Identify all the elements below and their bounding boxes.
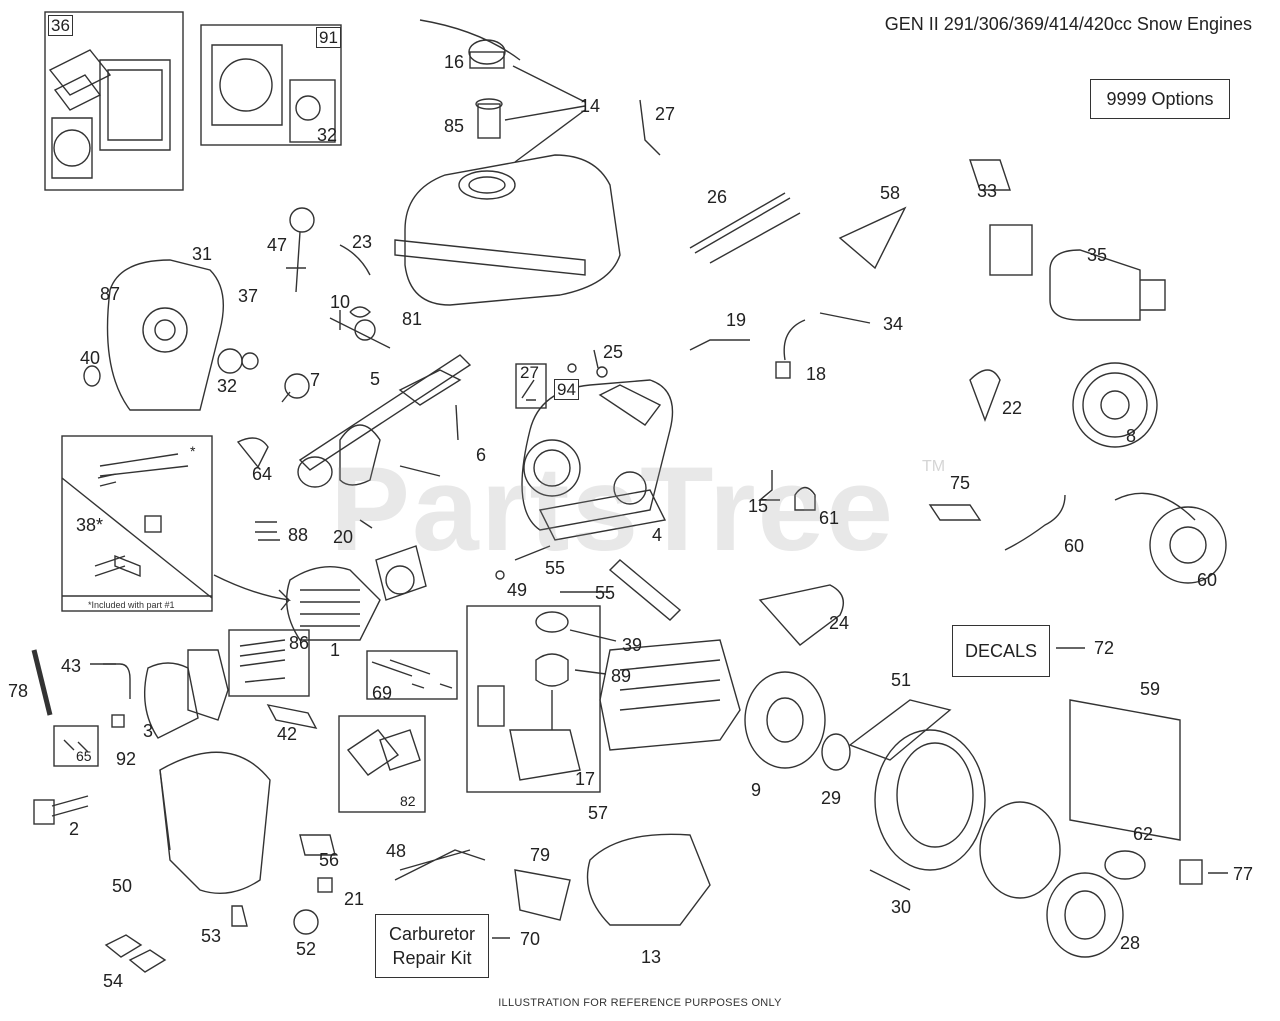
inset-note: *Included with part #1: [88, 600, 175, 610]
label-22: 22: [1002, 398, 1023, 418]
bolt-box-69: [366, 650, 458, 700]
label-20: 20: [333, 527, 354, 547]
gasket-set-box: [44, 11, 184, 191]
label-30: 30: [891, 897, 912, 917]
label-82: 82: [400, 793, 416, 809]
label-7: 7: [310, 370, 321, 390]
label-72: 72: [1094, 638, 1115, 658]
label-39: 39: [622, 635, 643, 655]
gasket-box-82: [338, 715, 426, 813]
label-27: 27: [655, 104, 676, 124]
label-49: 49: [507, 580, 528, 600]
label-32-box: 32: [317, 125, 338, 145]
label-60a: 60: [1064, 536, 1085, 556]
label-8: 8: [1126, 426, 1137, 446]
label-64: 64: [252, 464, 273, 484]
label-13: 13: [641, 947, 662, 967]
label-18: 18: [806, 364, 827, 384]
label-10: 10: [330, 292, 351, 312]
watermark: PartsTree: [330, 442, 896, 576]
label-81: 81: [402, 309, 423, 329]
inset-star: *: [190, 443, 196, 459]
label-25: 25: [603, 342, 624, 362]
label-75: 75: [950, 473, 971, 493]
options-box[interactable]: 9999 Options: [1090, 79, 1230, 119]
label-77: 77: [1233, 864, 1254, 884]
tag-36: 36: [48, 15, 73, 36]
label-65: 65: [76, 748, 92, 764]
label-89: 89: [611, 666, 632, 686]
label-61: 61: [819, 508, 840, 528]
label-40: 40: [80, 348, 101, 368]
carburetor-box: [466, 605, 601, 793]
label-69: 69: [372, 683, 393, 703]
footer-note: ILLUSTRATION FOR REFERENCE PURPOSES ONLY: [498, 997, 782, 1009]
label-70: 70: [520, 929, 541, 949]
gasket-box-91: [200, 24, 342, 146]
label-42: 42: [277, 724, 298, 744]
label-16: 16: [444, 52, 465, 72]
label-32: 32: [217, 376, 238, 396]
label-55b: 55: [595, 583, 616, 603]
label-28: 28: [1120, 933, 1141, 953]
carburetor-repair-kit-box[interactable]: Carburetor Repair Kit: [375, 914, 489, 978]
decals-box[interactable]: DECALS: [952, 625, 1050, 677]
label-31: 31: [192, 244, 213, 264]
label-48: 48: [386, 841, 407, 861]
label-33: 33: [977, 181, 998, 201]
label-55a: 55: [545, 558, 566, 578]
label-4: 4: [652, 525, 663, 545]
label-2: 2: [69, 819, 80, 839]
label-79: 79: [530, 845, 551, 865]
label-50: 50: [112, 876, 133, 896]
label-19: 19: [726, 310, 747, 330]
label-21: 21: [344, 889, 365, 909]
label-35: 35: [1087, 245, 1108, 265]
label-88: 88: [288, 525, 309, 545]
label-5: 5: [370, 369, 381, 389]
label-43: 43: [61, 656, 82, 676]
label-14: 14: [580, 96, 601, 116]
label-51: 51: [891, 670, 912, 690]
label-37: 37: [238, 286, 259, 306]
label-24: 24: [829, 613, 850, 633]
label-59: 59: [1140, 679, 1161, 699]
label-47: 47: [267, 235, 288, 255]
watermark-tm: TM: [922, 458, 946, 475]
label-53: 53: [201, 926, 222, 946]
label-85: 85: [444, 116, 465, 136]
label-54: 54: [103, 971, 124, 991]
label-9: 9: [751, 780, 762, 800]
label-26: 26: [707, 187, 728, 207]
tag-94: 94: [554, 379, 579, 400]
label-92: 92: [116, 749, 137, 769]
label-6: 6: [476, 445, 487, 465]
label-15: 15: [748, 496, 769, 516]
tag-91: 91: [316, 27, 341, 48]
valve-inset-box: [61, 435, 213, 612]
label-78: 78: [8, 681, 29, 701]
label-17: 17: [575, 769, 596, 789]
label-60b: 60: [1197, 570, 1218, 590]
label-27-box: 27: [520, 363, 539, 382]
carb-kit-line2: Repair Kit: [392, 948, 472, 968]
label-86: 86: [289, 633, 310, 653]
label-29: 29: [821, 788, 842, 808]
label-52: 52: [296, 939, 317, 959]
label-38: 38*: [76, 515, 104, 535]
label-3: 3: [143, 721, 154, 741]
label-56: 56: [319, 850, 340, 870]
label-62: 62: [1133, 824, 1154, 844]
page-title: GEN II 291/306/369/414/420cc Snow Engine…: [884, 14, 1252, 34]
label-57: 57: [588, 803, 609, 823]
label-1: 1: [330, 640, 341, 660]
label-34: 34: [883, 314, 904, 334]
label-58: 58: [880, 183, 901, 203]
carb-kit-line1: Carburetor: [388, 923, 476, 944]
label-23: 23: [352, 232, 373, 252]
label-87: 87: [100, 284, 121, 304]
bolt-box-86: [228, 629, 310, 697]
